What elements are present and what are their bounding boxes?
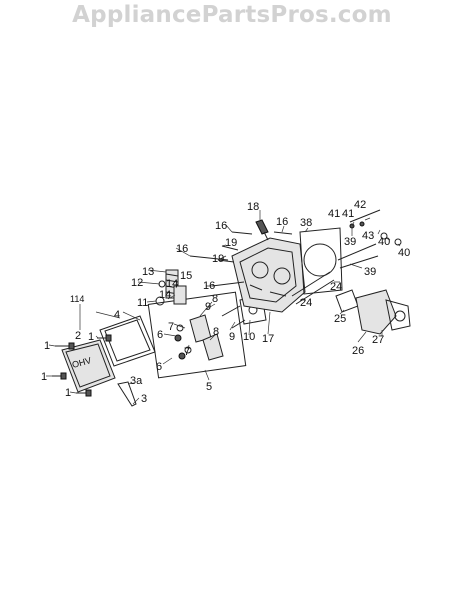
callout-10: 10: [243, 331, 255, 343]
callout-19-lower: 19: [212, 253, 224, 265]
dowel-pins[interactable]: [217, 245, 239, 263]
callout-15: 15: [180, 270, 192, 282]
callout-14-lower: 14: [159, 289, 171, 301]
leader-lines: [46, 210, 401, 405]
head-bolts[interactable]: [189, 231, 293, 287]
callout-25: 25: [334, 313, 346, 325]
callout-4: 4: [114, 309, 120, 321]
callout-40-lower: 40: [398, 247, 410, 259]
cover-bolts[interactable]: [52, 334, 112, 397]
callout-3: 3: [141, 393, 147, 405]
callout-39-lower: 39: [364, 266, 376, 278]
callout-16-left: 16: [176, 243, 188, 255]
callout-16-top-left: 16: [215, 220, 227, 232]
callout-41-left: 41: [328, 208, 340, 220]
callout-5: 5: [206, 381, 212, 393]
callout-11: 11: [137, 297, 148, 309]
callout-8-lower: 8: [213, 326, 219, 338]
callout-7-lower: 7: [184, 346, 190, 358]
callout-24-right: 24: [330, 281, 342, 293]
callout-43: 43: [362, 230, 374, 242]
callout-9-lower: 9: [229, 331, 235, 343]
callout-27: 27: [372, 334, 384, 346]
valve-springs[interactable]: [155, 269, 187, 306]
callout-40-upper: 40: [378, 236, 390, 248]
callout-24-left: 24: [300, 297, 312, 309]
cover-label: OHV: [71, 355, 92, 370]
intake-manifold[interactable]: [355, 289, 411, 335]
intake-gasket[interactable]: [335, 289, 359, 313]
cylinder-head[interactable]: [231, 237, 306, 313]
studs-and-bolts[interactable]: [337, 209, 402, 269]
callout-42: 42: [354, 199, 366, 211]
callout-8-upper: 8: [212, 293, 218, 305]
head-gasket[interactable]: [299, 227, 343, 295]
callout-38: 38: [300, 217, 312, 229]
callout-26: 26: [352, 345, 364, 357]
callout-13: 13: [142, 266, 154, 278]
callout-16-top-right: 16: [276, 216, 288, 228]
callout-1-top: 1: [88, 331, 94, 343]
callout-12: 12: [131, 277, 143, 289]
callout-14-upper: 14: [166, 278, 178, 290]
callout-1-left: 1: [44, 340, 50, 352]
callout-41-right: 41: [342, 208, 354, 220]
callout-6-upper: 6: [157, 329, 163, 341]
spark-plug[interactable]: [255, 219, 269, 241]
callout-1-bottom: 1: [65, 387, 71, 399]
callout-17: 17: [262, 333, 274, 345]
callout-3a: 3a: [130, 375, 143, 387]
rocker-arm-kit[interactable]: [147, 291, 247, 379]
callout-numbers: 114 2 4 1 1 1 1 3a 3 5 6 6 7 7 8 8 9 9 1…: [41, 199, 410, 405]
callout-16-lower: 16: [203, 280, 215, 292]
callout-18: 18: [247, 201, 259, 213]
breather-tube[interactable]: [117, 381, 137, 407]
callout-2: 2: [75, 330, 81, 342]
callout-114: 114: [70, 294, 84, 304]
valve-cover[interactable]: OHV: [61, 339, 116, 393]
callout-7-upper: 7: [168, 321, 174, 333]
callout-1-lower: 1: [41, 371, 47, 383]
callout-39-upper: 39: [344, 236, 356, 248]
callout-9-upper: 9: [205, 301, 211, 313]
watermark-text: AppliancePartsPros.com: [72, 2, 392, 28]
callout-6-lower: 6: [156, 361, 162, 373]
callout-19-upper: 19: [225, 237, 237, 249]
